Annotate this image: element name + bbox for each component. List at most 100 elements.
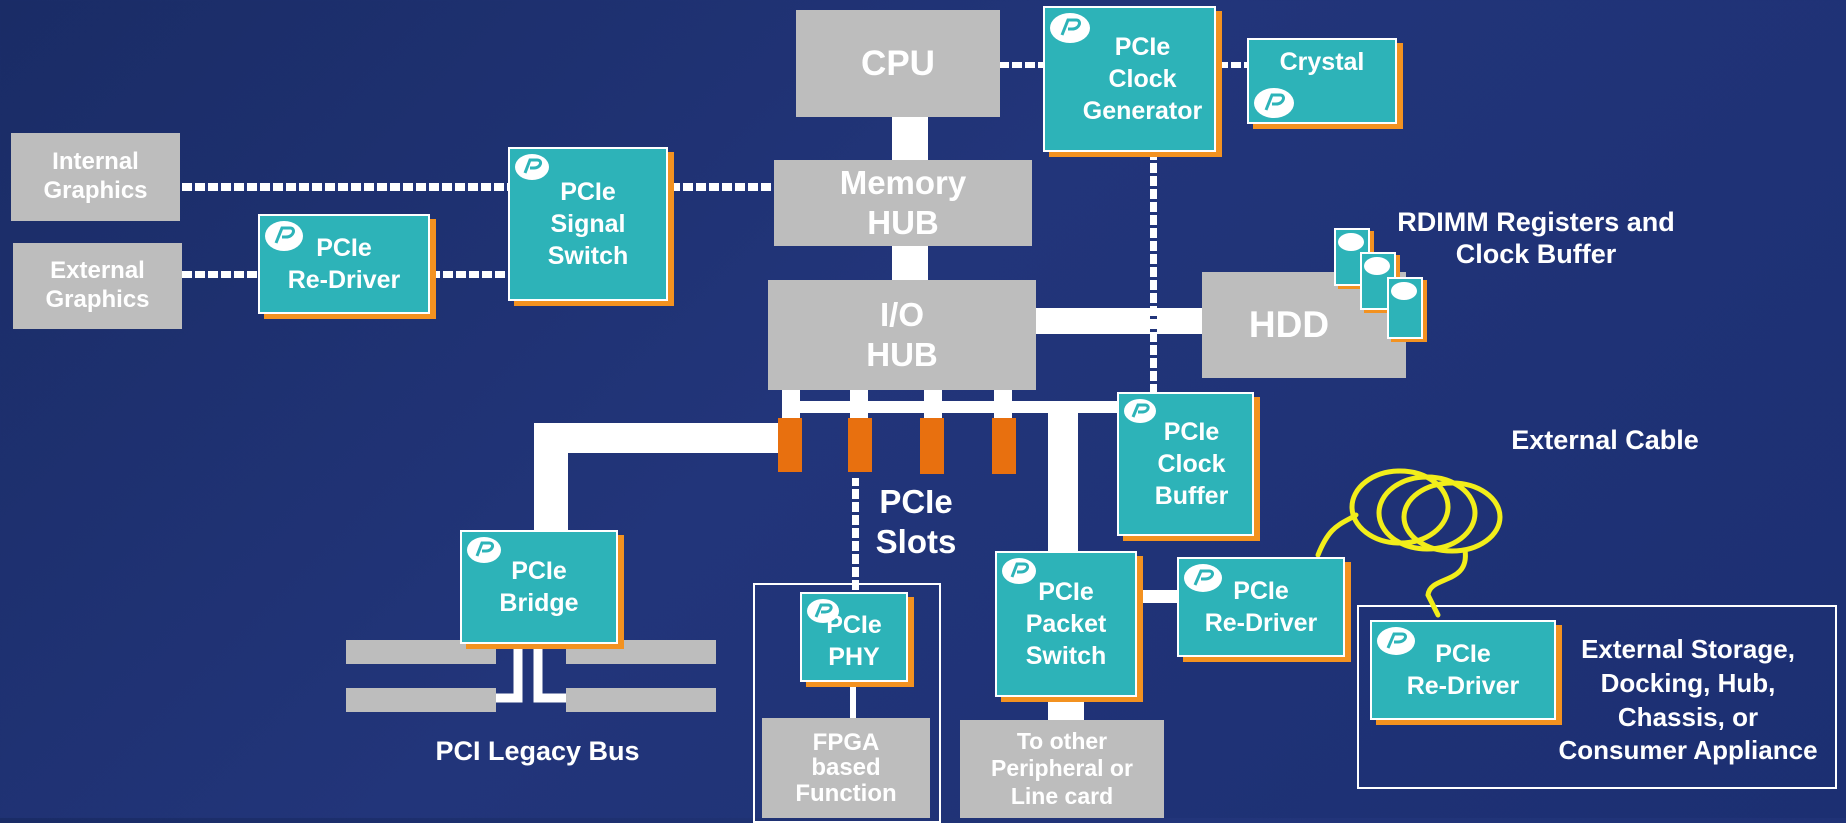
external-storage-line3: Chassis, or <box>1617 701 1759 732</box>
rdimm-line2: Clock Buffer <box>1455 239 1617 270</box>
switch-redriver-link <box>1136 590 1178 603</box>
cpu-block: CPU <box>796 10 1000 117</box>
pci-sig-logo-icon <box>1364 257 1390 275</box>
pcie-clock-buffer: PCIe Clock Buffer <box>1117 392 1254 536</box>
pci-sig-logo-icon <box>1377 627 1415 655</box>
clock-generator-line2: Clock <box>1108 65 1177 93</box>
redriver-cable-line2: Re-Driver <box>1204 609 1318 637</box>
phy-line2: PHY <box>828 643 880 671</box>
pci-sig-logo-icon <box>1254 88 1294 118</box>
fpga-line1: FPGA <box>812 729 880 757</box>
pcie-crystal: Crystal <box>1247 38 1397 124</box>
pci-sig-logo-icon <box>1124 399 1156 423</box>
internal-graphics-dotted-link <box>182 183 508 191</box>
pci-sig-logo-icon <box>807 599 839 623</box>
pcie-slot-3 <box>920 418 944 474</box>
clock-buffer-line1: PCIe <box>1163 418 1220 446</box>
phy-fpga-link <box>850 684 856 718</box>
pci-sig-logo-icon <box>265 221 303 251</box>
pcie-redriver-external: PCIe Re-Driver <box>1370 620 1556 720</box>
clock-generator-line1: PCIe <box>1114 33 1171 61</box>
packet-switch-line2: Packet <box>1025 610 1107 638</box>
pcie-slots-line1: PCIe <box>879 483 953 520</box>
pci-legacy-bus-label: PCI Legacy Bus <box>435 736 640 766</box>
internal-graphics-line1: Internal <box>52 148 139 176</box>
bridge-line1: PCIe <box>511 557 567 585</box>
memory-io-link <box>892 244 928 280</box>
memory-hub-line1: Memory <box>839 164 967 202</box>
pcie-slot-1 <box>778 418 802 472</box>
slot-stub-4 <box>994 390 1012 420</box>
pcie-phy: PCIe PHY <box>800 592 908 682</box>
external-graphics-block: External Graphics <box>13 243 182 329</box>
bridge-line2: Bridge <box>499 589 579 617</box>
pci-sig-logo-icon <box>1391 282 1417 300</box>
signal-switch-line1: PCIe <box>560 178 616 206</box>
pcie-slots-line2: Slots <box>875 522 957 560</box>
rdimm-line1: RDIMM Registers and <box>1397 207 1675 237</box>
external-storage-line4: Consumer Appliance <box>1558 735 1818 766</box>
peripheral-line2: Peripheral or <box>991 755 1133 782</box>
legacy-horizontal-link <box>534 423 780 453</box>
pcie-redriver-cable: PCIe Re-Driver <box>1177 557 1345 657</box>
hdd-label: HDD <box>1248 303 1330 345</box>
slot-stub-3 <box>924 390 942 420</box>
switch-vertical-link <box>1048 401 1078 551</box>
coiled-cable-icon <box>1315 468 1503 618</box>
internal-graphics-line2: Graphics <box>43 177 148 204</box>
crystal-label: Crystal <box>1279 48 1365 76</box>
pcie-clock-generator: PCIe Clock Generator <box>1043 6 1216 152</box>
cpu-clockgen-dotted-link <box>999 62 1043 68</box>
pci-sig-logo-icon <box>515 154 549 180</box>
external-storage-frame <box>1357 605 1837 789</box>
external-storage-label: External Storage, Docking, Hub, Chassis,… <box>1536 633 1840 768</box>
redriver-external-line2: Re-Driver <box>1406 672 1520 700</box>
peripheral-line1: To other <box>1016 727 1108 754</box>
redriver-external-line1: PCIe <box>1435 640 1491 668</box>
clock-buffer-line3: Buffer <box>1154 482 1229 510</box>
packet-switch-line3: Switch <box>1025 642 1107 670</box>
cpu-label: CPU <box>861 43 935 83</box>
pcie-slot-4 <box>992 418 1016 474</box>
external-graphics-line1: External <box>50 257 145 285</box>
switch-memory-dotted-link <box>670 183 776 191</box>
pci-sig-logo-icon <box>467 537 501 563</box>
clock-buffer-line2: Clock <box>1157 450 1226 478</box>
slot-stub-2 <box>850 390 868 420</box>
redriver-cable-line1: PCIe <box>1233 577 1289 605</box>
redriver-switch-dotted-link <box>430 271 508 278</box>
redriver-graphics-line2: Re-Driver <box>287 266 401 294</box>
clockgen-crystal-dotted-link <box>1218 62 1248 68</box>
rdimm-label: RDIMM Registers and Clock Buffer <box>1380 206 1692 271</box>
pci-sig-logo-icon <box>1002 558 1036 584</box>
fpga-line2: based <box>811 754 881 782</box>
io-hub-line2: HUB <box>866 336 938 373</box>
internal-graphics-block: Internal Graphics <box>11 133 180 221</box>
legacy-bus-slot-1 <box>346 640 496 664</box>
pcie-redriver-graphics: PCIe Re-Driver <box>258 214 430 314</box>
io-hdd-link <box>1036 308 1204 334</box>
fpga-block: FPGA based Function <box>762 718 930 818</box>
pcie-packet-switch: PCIe Packet Switch <box>995 551 1137 697</box>
io-hub-block: I/O HUB <box>768 280 1036 390</box>
legacy-bus-slot-2 <box>346 688 496 712</box>
peripheral-block: To other Peripheral or Line card <box>960 720 1164 818</box>
peripheral-line3: Line card <box>1010 782 1114 809</box>
external-cable-label: External Cable <box>1511 425 1699 455</box>
pcie-slots-label: PCIe Slots <box>862 482 970 561</box>
fpga-line3: Function <box>795 779 897 807</box>
external-storage-line1: External Storage, <box>1581 634 1795 664</box>
pcie-bridge: PCIe Bridge <box>460 530 618 644</box>
legacy-bus-slot-3 <box>566 640 716 664</box>
switch-peripheral-link <box>1048 698 1084 722</box>
clock-generator-line3: Generator <box>1082 97 1203 125</box>
memory-hub-block: Memory HUB <box>774 160 1032 246</box>
external-graphics-line2: Graphics <box>45 286 150 313</box>
io-hub-line1: I/O <box>879 296 924 334</box>
pci-sig-logo-icon <box>1184 564 1222 592</box>
slot-stub-1 <box>782 390 800 420</box>
clock-vertical-dotted-link <box>1150 152 1157 394</box>
signal-switch-line2: Signal <box>550 210 626 238</box>
cpu-memory-link <box>892 114 928 162</box>
memory-hub-line2: HUB <box>867 204 939 241</box>
